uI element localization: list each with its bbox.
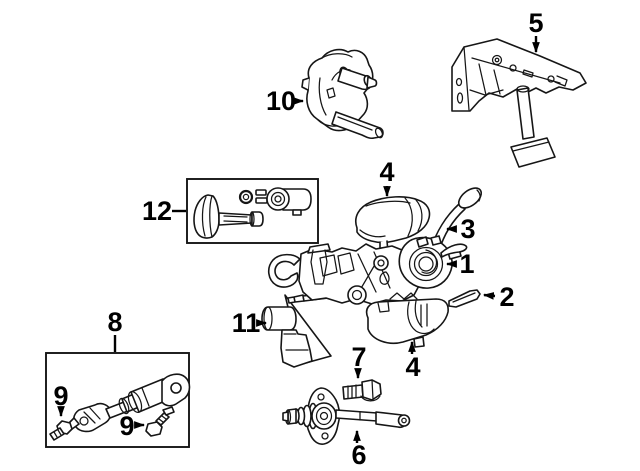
- callout-4-lower: 4: [405, 340, 421, 382]
- part-12-tumblers: [255, 189, 268, 204]
- callout-1: 1: [445, 249, 475, 279]
- callout-2-label: 2: [499, 282, 514, 312]
- callout-4-lower-label: 4: [405, 352, 420, 382]
- callout-7-label: 7: [351, 342, 366, 372]
- callout-6: 6: [351, 429, 367, 470]
- callout-10-label: 10: [266, 86, 296, 116]
- callout-11-label: 11: [232, 308, 261, 338]
- part-12-switch-cylinder: [266, 187, 312, 216]
- part-3-knob: [457, 187, 483, 209]
- part-12-lock-cylinder: [193, 194, 264, 239]
- callout-3-label: 3: [460, 214, 475, 244]
- callout-3: 3: [445, 214, 476, 244]
- part-7-bolt: [342, 379, 382, 402]
- part-1-details: [307, 243, 418, 305]
- callout-5-label: 5: [528, 8, 543, 38]
- callout-8-label: 8: [107, 307, 122, 337]
- part-4-lower-details: [377, 300, 435, 348]
- part-12-lock-cylinder-kit: [186, 178, 319, 244]
- part-1-steering-column: [267, 235, 468, 305]
- callout-2: 2: [482, 282, 515, 312]
- callout-12-label: 12: [142, 196, 172, 226]
- part-5-pedal-arm: [516, 87, 535, 140]
- part-5-details: [455, 46, 568, 111]
- part-11-opening-cover: [261, 294, 332, 368]
- callout-4-upper-label: 4: [379, 157, 394, 187]
- callout-9-left: 9: [53, 381, 69, 418]
- callout-4-upper: 4: [379, 157, 395, 198]
- part-12-o-ring: [238, 189, 254, 205]
- callout-9-right-label: 9: [119, 411, 134, 441]
- part-2-trim-cover: [448, 289, 481, 308]
- callout-9-left-label: 9: [53, 381, 68, 411]
- callout-2-arrow: [482, 292, 496, 300]
- part-6-shaft: [335, 409, 411, 429]
- part-9-bolt-left: [49, 420, 73, 441]
- callout-9-right: 9: [119, 411, 146, 441]
- part-1-tilt-lever: [440, 243, 468, 258]
- callout-8: 8: [107, 307, 123, 352]
- callout-1-label: 1: [459, 249, 474, 279]
- part-6-steering-shaft: [282, 387, 411, 445]
- callout-11: 11: [232, 308, 268, 338]
- part-1-hook: [267, 253, 301, 288]
- callout-10: 10: [266, 86, 305, 116]
- part-10-key-cylinder: [337, 66, 378, 91]
- callout-12: 12: [142, 196, 186, 226]
- part-10-ignition-switch: [301, 48, 384, 140]
- part-4-lower-shroud: [365, 298, 449, 348]
- part-1-clockspring: [398, 235, 462, 289]
- callouts: 1 2 3 4 4 5 6 7: [53, 8, 543, 470]
- part-9-bolt-right: [145, 406, 175, 437]
- part-8-intermediate-shaft-kit: [45, 352, 191, 448]
- callout-6-label: 6: [351, 440, 366, 470]
- callout-5: 5: [528, 8, 544, 54]
- part-5-pedal-pad: [510, 137, 556, 168]
- part-10-lower-stub: [331, 111, 384, 140]
- callout-7: 7: [351, 342, 367, 380]
- part-5-pedal-bracket: [451, 38, 587, 168]
